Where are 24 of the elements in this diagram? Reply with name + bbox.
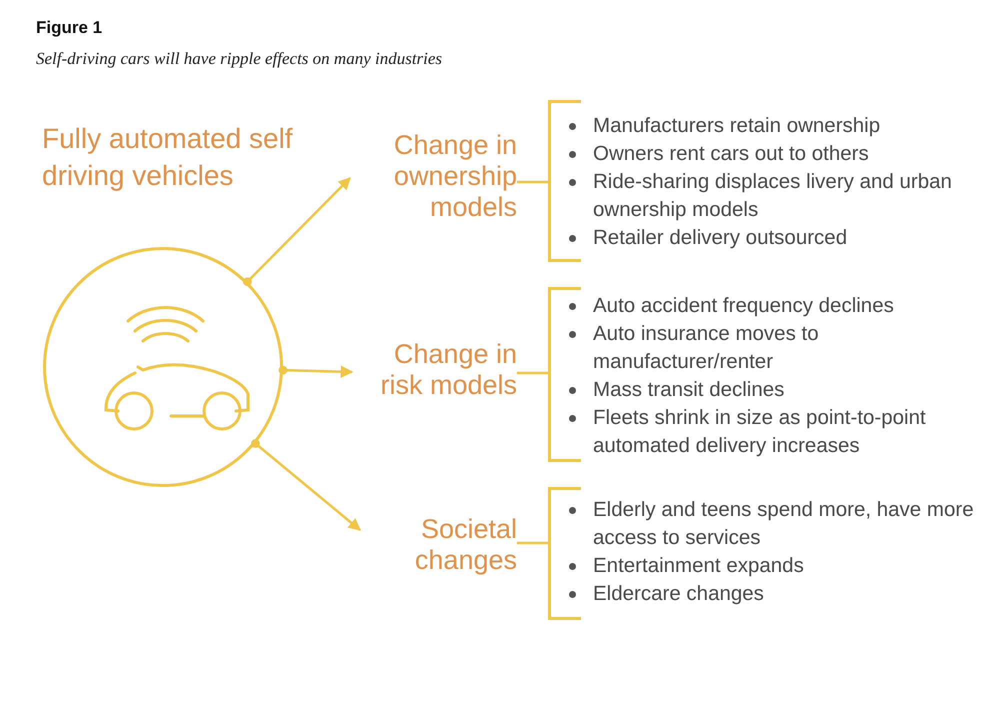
connector-line	[517, 542, 548, 544]
car-circle	[43, 247, 283, 487]
heading: Fully automated self driving vehicles	[42, 122, 294, 193]
connector-line	[517, 372, 548, 374]
bullet-text: Eldercare changes	[569, 580, 993, 608]
bullet-text: Entertainment expands	[569, 552, 993, 580]
connector-line	[517, 180, 548, 184]
bullet-text: Manufacturers retain ownership	[569, 112, 993, 140]
bullet-text: Auto accident frequency declines	[569, 292, 993, 320]
bullet-text: Auto insurance moves to manufacturer/renter	[569, 320, 993, 376]
bullet-text: Fleets shrink in size as point-to-point automated delivery increases	[569, 404, 993, 460]
bullet-text: Owners rent cars out to others	[569, 140, 993, 168]
figure-title: Figure 1	[36, 18, 102, 38]
category-label: Change in risk models	[379, 339, 517, 401]
arrow	[251, 439, 361, 531]
bullet-text: Ride-sharing displaces livery and urban ownership models	[569, 168, 993, 224]
arrow	[243, 177, 351, 286]
arrow	[278, 365, 354, 378]
figure-caption: Self-driving cars will have ripple effects on many industries	[36, 49, 442, 69]
bullet-text: Mass transit declines	[569, 376, 993, 404]
category-label: Societal changes	[414, 514, 517, 576]
category-label: Change in ownership models	[392, 130, 517, 222]
bullet-text: Retailer delivery outsourced	[569, 224, 993, 252]
bullet-text: Elderly and teens spend more, have more access to services	[569, 496, 993, 552]
